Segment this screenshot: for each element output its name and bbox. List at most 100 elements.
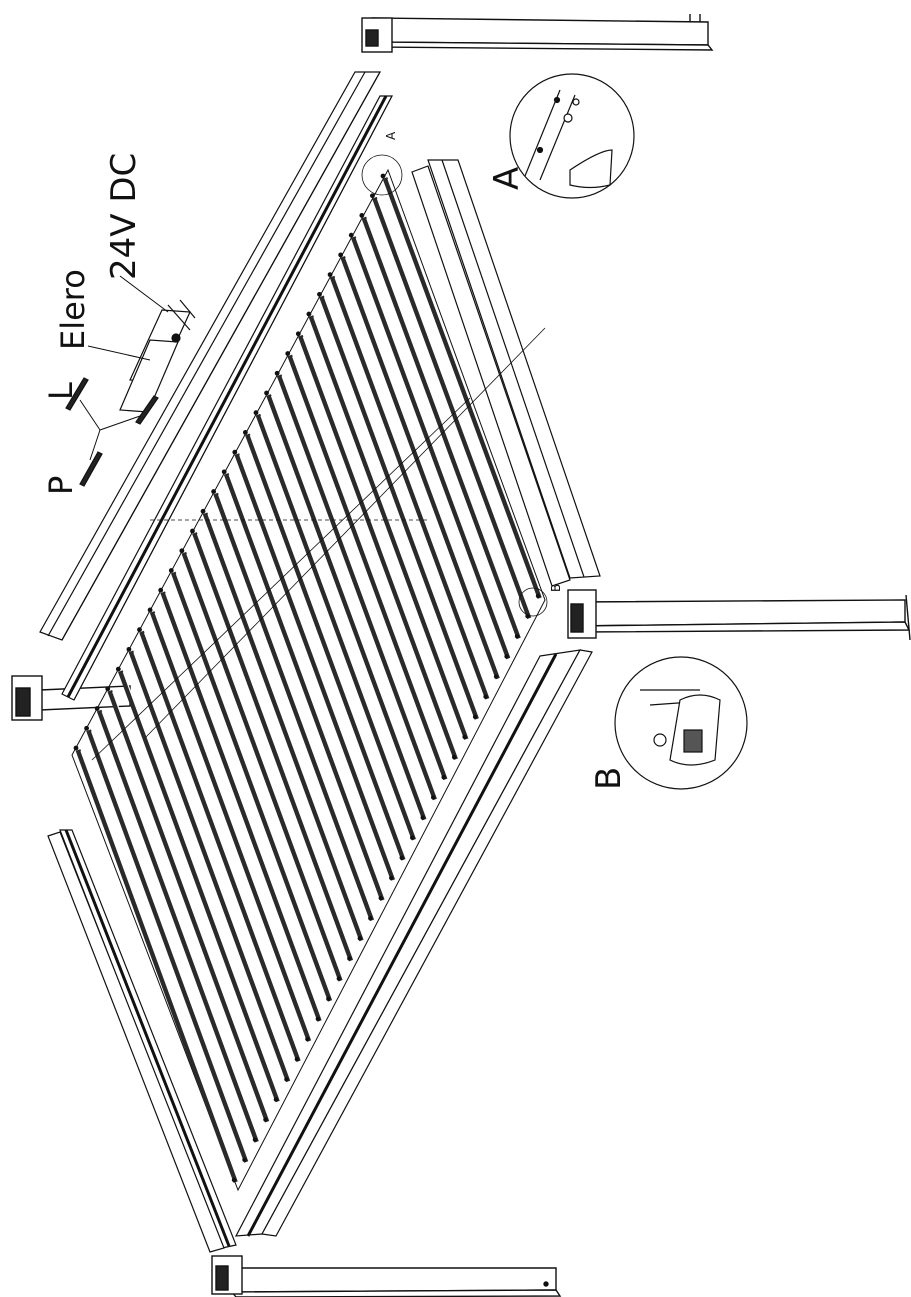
louvre-blade — [308, 315, 469, 740]
louvre-blade — [86, 729, 249, 1163]
label-left: L — [42, 382, 80, 400]
louvre-pivot-pin — [306, 311, 312, 317]
louvre-blade-highlight — [154, 612, 313, 1043]
louvre-pivot-pin — [389, 875, 394, 881]
louvre-pivot-pin — [105, 686, 111, 692]
louvre-pivot-pin — [348, 232, 354, 238]
louvre-blade-highlight — [345, 257, 502, 680]
louvre-blade-highlight — [270, 395, 429, 821]
louvre-pivot-pin — [317, 291, 322, 297]
louvre-pivot-pin — [221, 469, 227, 475]
louvre-blade — [319, 295, 480, 720]
louvre-pivot-pin — [126, 646, 132, 652]
marker-circles — [361, 154, 548, 617]
post-left-upper — [11, 675, 131, 721]
beam-left — [39, 71, 393, 701]
louvre-blade — [149, 611, 312, 1042]
louvre-blade-highlight — [355, 237, 513, 660]
louvre-blade — [361, 216, 522, 640]
marker-b: B — [549, 584, 563, 592]
louvre-pivot-pin — [231, 1177, 237, 1183]
louvre-blade — [213, 492, 375, 922]
louvre-pivot-pin — [410, 835, 415, 840]
louvre-pivot-pin — [252, 1137, 258, 1142]
louvre-blade — [107, 689, 270, 1123]
louvre-blade — [192, 532, 354, 962]
louvre-pivot-pin — [359, 213, 365, 218]
louvre-blade-highlight — [249, 435, 408, 862]
louvre-pivot-pin — [493, 674, 499, 679]
louvre-pivot-pin — [168, 568, 174, 573]
louvre-pivot-pin — [451, 754, 457, 760]
louvre-pivot-pin — [200, 508, 206, 514]
motor-unit — [119, 299, 196, 413]
louvre-pivot-pin — [263, 1117, 268, 1122]
louvre-blade-highlight — [186, 553, 345, 982]
louvre-blades — [73, 173, 544, 1184]
louvre-blade-highlight — [376, 198, 534, 620]
louvre-pivot-pin — [338, 252, 344, 258]
louvre-pivot-pin — [137, 627, 142, 633]
louvre-pivot-pin — [179, 548, 185, 554]
louvre-pivot-pin — [190, 528, 195, 534]
louvre-pivot-pin — [295, 331, 301, 337]
louvre-blade — [329, 275, 490, 700]
louvre-blade-highlight — [80, 750, 240, 1184]
louvre-blade — [382, 177, 543, 599]
louvre-blade — [181, 551, 344, 982]
post-top-right — [361, 14, 714, 53]
louvre-blade — [245, 433, 407, 861]
louvre-pivot-pin — [514, 634, 520, 639]
louvre-blade — [117, 670, 281, 1103]
louvre-pivot-pin — [115, 666, 121, 672]
label-voltage: 24V DC — [104, 153, 144, 280]
louvre-pivot-pin — [378, 895, 383, 901]
louvre-blade — [276, 374, 438, 801]
louvre-blade-highlight — [196, 533, 355, 962]
louvre-pivot-pin — [147, 607, 153, 613]
louvre-pivot-pin — [232, 449, 238, 455]
louvre-pivot-pin — [430, 795, 436, 800]
post-bottom-left — [211, 1255, 562, 1297]
louvre-blade-highlight — [91, 731, 251, 1164]
end-cap-l — [65, 377, 89, 411]
louvre-blade — [96, 709, 260, 1143]
louvre-blade-highlight — [323, 297, 481, 721]
louvre-blade — [223, 473, 386, 901]
louvre-blade — [170, 571, 333, 1002]
label-motor-brand: Elero — [54, 269, 92, 350]
louvre-blade — [297, 334, 459, 760]
louvre-blade-highlight — [292, 356, 450, 781]
louvre-pivot-pin — [264, 390, 269, 396]
louvre-pivot-pin — [472, 714, 478, 720]
louvre-blade-highlight — [112, 691, 272, 1123]
louvre-blade — [139, 630, 302, 1063]
louvre-pivot-pin — [370, 193, 375, 199]
louvre-pivot-pin — [315, 1016, 321, 1022]
detail-a-circle — [509, 73, 635, 199]
louvre-blade — [266, 394, 428, 821]
louvre-pivot-pin — [368, 916, 373, 921]
louvre-blade-highlight — [334, 277, 492, 700]
louvre-pivot-pin — [211, 489, 217, 494]
louvre-blade-highlight — [133, 652, 292, 1083]
louvre-blade-highlight — [302, 336, 460, 761]
louvre-pivot-pin — [357, 936, 362, 941]
louvre-blade-highlight — [228, 474, 387, 902]
beam-right — [411, 159, 601, 587]
louvre-blade — [287, 354, 449, 781]
louvre-blade — [340, 256, 501, 680]
louvre-pivot-pin — [73, 745, 79, 751]
marker-a: A — [384, 131, 398, 140]
louvre-pivot-pin — [504, 654, 509, 659]
detail-b-circle — [614, 656, 748, 790]
louvre-pivot-pin — [274, 370, 280, 376]
louvre-blade — [255, 413, 417, 841]
louvre-blade — [372, 196, 532, 620]
louvre-pivot-pin — [441, 775, 446, 780]
louvre-frame — [71, 168, 546, 1192]
louvre-pivot-pin — [380, 173, 386, 179]
louvre-blade-highlight — [313, 316, 471, 741]
